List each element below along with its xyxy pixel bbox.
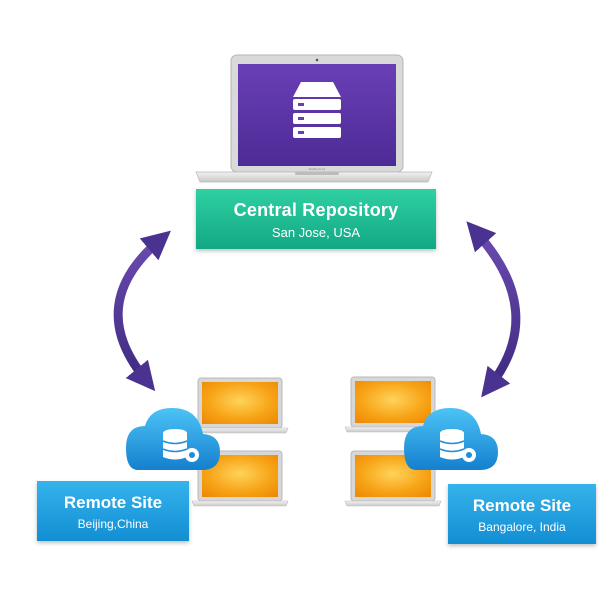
central-repository-title: Central Repository xyxy=(233,200,399,220)
remote-site-title: Remote Site xyxy=(472,496,572,515)
remote-site-location: Beijing,China xyxy=(77,517,149,531)
server-icon xyxy=(293,82,341,138)
central-repository-box: Central Repository San Jose, USA xyxy=(196,189,436,249)
remote-site-location: Bangalore, India xyxy=(478,520,566,534)
remote-site-beijing-box: Remote Site Beijing,China xyxy=(37,481,189,541)
right-cloud-database-icon xyxy=(404,408,498,470)
remote-site-title: Remote Site xyxy=(63,493,163,512)
laptop-brand-label: MacBook Air xyxy=(309,167,326,171)
right-sync-arrow xyxy=(466,221,521,398)
left-sync-arrow xyxy=(113,230,171,392)
remote-site-bangalore-box: Remote Site Bangalore, India xyxy=(448,484,596,544)
left-cloud-database-icon xyxy=(126,408,220,470)
central-repository-location: San Jose, USA xyxy=(271,225,361,240)
